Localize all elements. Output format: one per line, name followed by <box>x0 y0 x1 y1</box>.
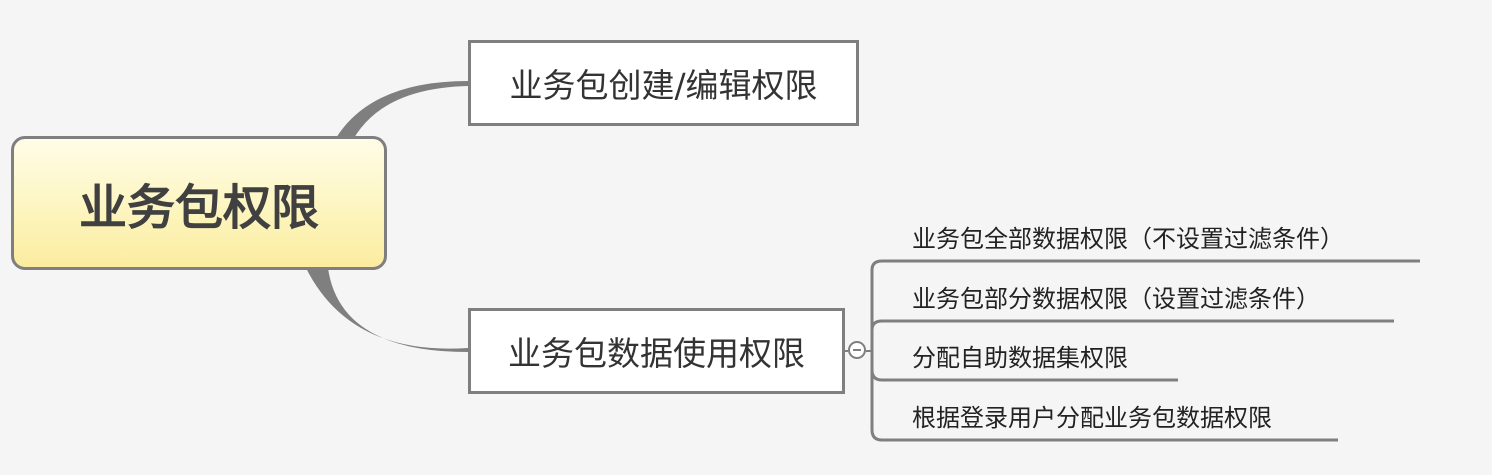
root-node[interactable]: 业务包权限 <box>11 136 387 270</box>
branch-node-label: 业务包数据使用权限 <box>508 334 805 373</box>
leaf-node-partial-data[interactable]: 业务包部分数据权限（设置过滤条件） <box>912 279 1320 314</box>
leaf-node-label: 分配自助数据集权限 <box>912 344 1128 372</box>
collapse-minus-icon[interactable] <box>848 341 866 359</box>
leaf-node-login-user-data[interactable]: 根据登录用户分配业务包数据权限 <box>912 398 1272 433</box>
connector-leaf-3 <box>870 369 1178 382</box>
leaf-node-self-service-dataset[interactable]: 分配自助数据集权限 <box>912 338 1128 373</box>
connector-leaf-bracket <box>870 259 1420 351</box>
branch-node-data-usage[interactable]: 业务包数据使用权限 <box>468 308 845 394</box>
connector-leaf-2 <box>870 319 1394 331</box>
branch-node-label: 业务包创建/编辑权限 <box>509 66 818 105</box>
root-node-label: 业务包权限 <box>78 180 319 236</box>
connector-root-to-branch-1 <box>336 81 468 138</box>
connector-leaf-bracket-lower <box>870 351 1338 442</box>
leaf-node-label: 业务包部分数据权限（设置过滤条件） <box>912 285 1320 313</box>
leaf-node-label: 根据登录用户分配业务包数据权限 <box>912 404 1272 432</box>
connector-root-to-branch-2 <box>306 268 468 352</box>
leaf-node-label: 业务包全部数据权限（不设置过滤条件） <box>912 225 1344 253</box>
branch-node-create-edit[interactable]: 业务包创建/编辑权限 <box>468 40 859 126</box>
leaf-node-all-data[interactable]: 业务包全部数据权限（不设置过滤条件） <box>912 219 1344 254</box>
